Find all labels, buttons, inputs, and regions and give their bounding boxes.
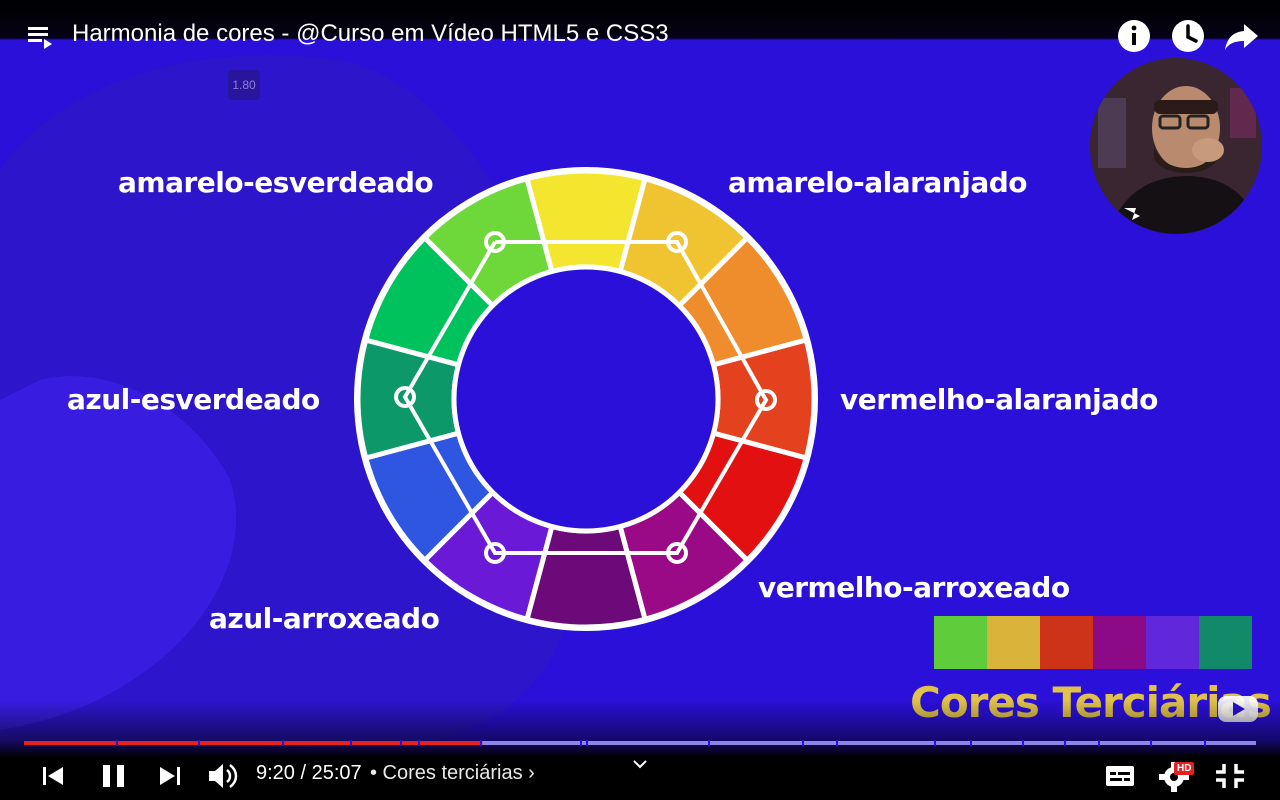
swatch-2	[987, 616, 1040, 669]
info-icon[interactable]	[1114, 16, 1154, 56]
label-vermelho-alaranjado: vermelho-alaranjado	[840, 383, 1158, 416]
chapter-gap-11	[802, 740, 804, 746]
player-controls: 9:20 / 25:07 • Cores terciárias ›	[0, 752, 1280, 800]
label-amarelo-alaranjado: amarelo-alaranjado	[728, 166, 1028, 199]
playlist-icon[interactable]	[24, 20, 56, 52]
chapter-gap-17	[1098, 740, 1100, 746]
share-icon[interactable]	[1222, 16, 1262, 56]
hexagon-connector	[402, 240, 769, 555]
video-title[interactable]: Harmonia de cores - @Curso em Vídeo HTML…	[72, 20, 669, 47]
next-icon[interactable]	[152, 756, 188, 796]
presenter-figure	[1090, 58, 1262, 234]
swatch-5	[1146, 616, 1199, 669]
chapter-gap-1	[116, 740, 118, 746]
chapter-gap-13	[934, 740, 936, 746]
pause-icon[interactable]	[96, 756, 132, 796]
watch-later-icon[interactable]	[1168, 16, 1208, 56]
chevron-down-icon[interactable]	[628, 752, 652, 776]
chapter-gap-8	[580, 740, 582, 746]
chapter-gap-14	[970, 740, 972, 746]
progress-track	[24, 741, 1256, 745]
hd-badge: HD	[1174, 762, 1195, 775]
chevron-right-icon: ›	[528, 762, 535, 784]
speed-indicator: 1.80	[228, 70, 260, 100]
swatch-3	[1040, 616, 1093, 669]
chapter-gap-18	[1150, 740, 1152, 746]
progress-bar[interactable]	[24, 740, 1256, 746]
wheel-center	[451, 264, 721, 534]
settings-button[interactable]: HD	[1158, 756, 1195, 796]
subtitles-icon[interactable]	[1102, 756, 1138, 796]
previous-icon[interactable]	[36, 756, 72, 796]
chapter-gap-16	[1064, 740, 1066, 746]
swatch-4	[1093, 616, 1146, 669]
chapter-gap-5	[400, 740, 402, 746]
marker-blue-purple	[484, 542, 506, 564]
marker-yellow-green	[484, 231, 506, 253]
label-amarelo-esverdeado: amarelo-esverdeado	[118, 166, 434, 199]
chapter-gap-19	[1204, 740, 1206, 746]
chapter-gap-10	[708, 740, 710, 746]
presenter-webcam	[1090, 58, 1262, 234]
chapter-gap-4	[350, 740, 352, 746]
marker-red-orange	[755, 389, 777, 411]
controls-gradient	[0, 700, 1280, 800]
swatch-6	[1199, 616, 1252, 669]
time-display: 9:20 / 25:07	[256, 762, 362, 784]
chapter-title[interactable]: • Cores terciárias ›	[370, 762, 535, 785]
tertiary-color-swatches	[934, 616, 1252, 669]
chapter-label: • Cores terciárias	[370, 762, 523, 784]
marker-red-purple	[666, 542, 688, 564]
triad-lines	[402, 240, 769, 555]
exit-fullscreen-icon[interactable]	[1212, 756, 1248, 796]
label-azul-arroxeado: azul-arroxeado	[209, 602, 440, 635]
chapter-gap-7	[480, 740, 482, 746]
volume-icon[interactable]	[204, 756, 240, 796]
progress-played	[24, 741, 483, 745]
marker-blue-green	[394, 386, 416, 408]
chapter-gap-9	[586, 740, 588, 746]
chapter-gap-15	[1022, 740, 1024, 746]
chapter-gap-12	[836, 740, 838, 746]
label-azul-esverdeado: azul-esverdeado	[67, 383, 320, 416]
top-bar: Harmonia de cores - @Curso em Vídeo HTML…	[0, 0, 1280, 72]
chapter-gap-6	[418, 740, 420, 746]
chapter-gap-2	[198, 740, 200, 746]
marker-yellow-orange	[666, 231, 688, 253]
swatch-1	[934, 616, 987, 669]
label-vermelho-arroxeado: vermelho-arroxeado	[758, 571, 1070, 604]
chapter-gap-3	[282, 740, 284, 746]
